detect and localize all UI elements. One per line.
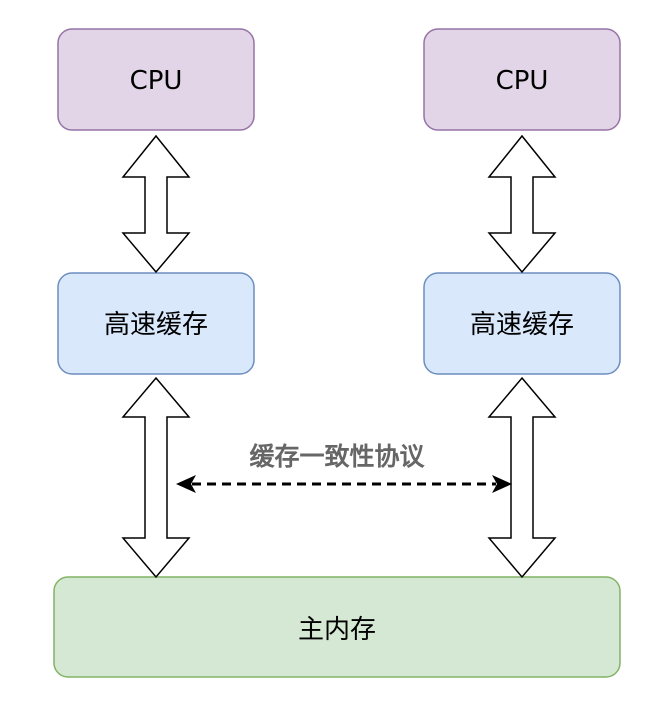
cache-right-node: 高速缓存 [423, 272, 621, 375]
cpu-left-label: CPU [130, 66, 183, 96]
cpu-right-label: CPU [496, 66, 549, 96]
arrow-cache-memory-left [121, 376, 191, 579]
arrow-cpu-cache-right [487, 134, 557, 274]
arrow-cpu-cache-left [121, 134, 191, 274]
coherence-protocol-label: 缓存一致性协议 [249, 442, 425, 471]
main-memory-label: 主内存 [298, 615, 376, 645]
arrow-cache-memory-right [487, 376, 557, 579]
cache-left-node: 高速缓存 [57, 272, 255, 375]
cpu-left-node: CPU [57, 28, 255, 131]
coherence-arrow [176, 475, 512, 493]
cpu-right-box [423, 28, 621, 131]
cpu-left-box [57, 28, 255, 131]
cache-right-label: 高速缓存 [470, 310, 574, 340]
coherence-arrowhead-left [176, 475, 196, 493]
main-memory-node: 主内存 [53, 576, 621, 678]
cache-left-label: 高速缓存 [104, 310, 208, 340]
coherence-arrowhead-right [492, 475, 512, 493]
main-memory-box [53, 576, 621, 678]
cpu-right-node: CPU [423, 28, 621, 131]
